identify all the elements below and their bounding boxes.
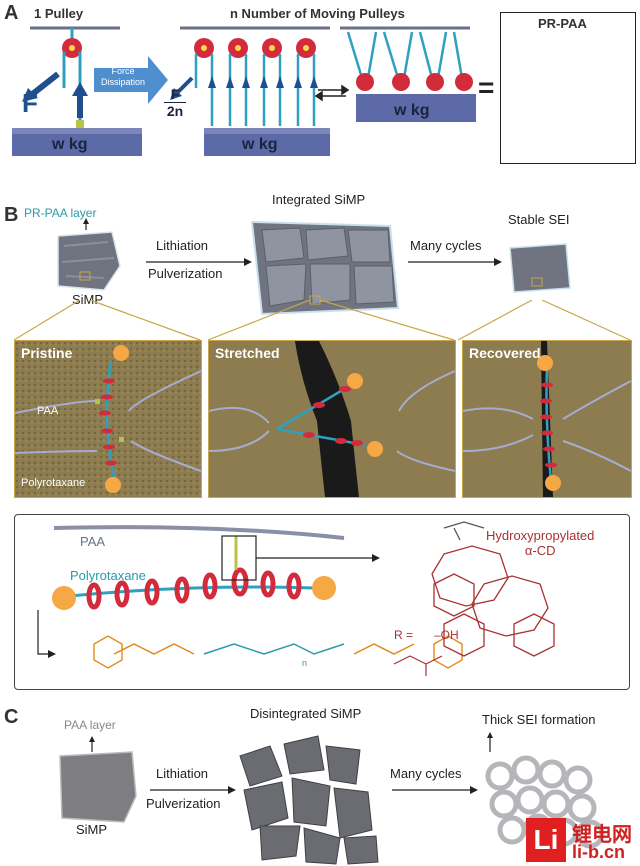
watermark-logo: Li	[526, 818, 566, 862]
hp-cd-label: Hydroxypropylated α-CD	[486, 528, 594, 558]
c-pulverization: Pulverization	[146, 796, 221, 811]
inset-connectors	[13, 300, 631, 341]
panel-c-label: C	[4, 706, 19, 728]
c-simp-label: SiMP	[76, 822, 108, 837]
hp-cd-line1: Hydroxypropylated	[486, 528, 595, 543]
c-lithiation: Lithiation	[156, 766, 209, 781]
force-fraction: F 2n	[164, 86, 186, 119]
force-dissipation-line2: Dissipation	[100, 77, 146, 87]
inset-pristine: Pristine PAA Polyrotaxane	[14, 340, 202, 498]
disintegrated-fragments	[239, 735, 379, 865]
force-dissipation-line1: Force	[111, 66, 135, 76]
pr-paa-layer-label: PR-PAA layer	[24, 206, 97, 220]
equals-sign: =	[478, 72, 495, 103]
b-many-cycles: Many cycles	[410, 238, 482, 253]
c-paa-layer-label: PAA layer	[64, 718, 116, 732]
force-label: F	[22, 88, 38, 118]
disintegrated-label: Disintegrated SiMP	[250, 706, 362, 721]
weight-label-3: w kg	[394, 102, 430, 119]
n-pulleys-title: n Number of Moving Pulleys	[230, 6, 405, 21]
force-fraction-denominator: 2n	[164, 102, 186, 119]
inset-recovered-title: Recovered	[469, 345, 541, 361]
chem-polyrotaxane-label: Polyrotaxane	[70, 568, 146, 583]
multi-pulley-system	[170, 26, 330, 156]
watermark-url: li-b.cn	[572, 842, 625, 862]
inset-recovered: Recovered	[462, 340, 632, 498]
equilibrium-arrows	[314, 84, 350, 102]
force-fraction-numerator: F	[170, 86, 180, 102]
inset-polyrotaxane-label: Polyrotaxane	[21, 477, 86, 489]
inset-paa-label: PAA	[37, 405, 59, 417]
single-pulley-system	[12, 26, 142, 156]
force-dissipation-arrow	[94, 56, 168, 104]
b-lithiation: Lithiation	[156, 238, 209, 253]
chem-paa-label: PAA	[80, 534, 106, 549]
panel-b-label: B	[4, 204, 19, 226]
oh-label: –OH	[434, 628, 459, 642]
watermark-cn: 锂电网	[572, 824, 632, 846]
thick-sei-label: Thick SEI formation	[482, 712, 596, 727]
chemistry-box	[14, 514, 630, 690]
c-simp-particle	[59, 751, 137, 823]
r-equals-label: R =	[394, 628, 414, 642]
chemistry-drawing	[37, 521, 555, 676]
panel-a-label: A	[4, 2, 19, 24]
panel-c-particles	[59, 732, 605, 865]
stable-sei-label: Stable SEI	[508, 212, 570, 227]
pr-paa-title: PR-PAA	[538, 16, 587, 31]
stable-sei-particle	[509, 243, 571, 293]
b-pulverization: Pulverization	[148, 266, 223, 281]
inset-stretched-title: Stretched	[215, 345, 280, 361]
weight-label-1: w kg	[52, 136, 88, 153]
one-pulley-title: 1 Pulley	[34, 6, 84, 21]
integrated-simp-label: Integrated SiMP	[272, 192, 366, 207]
c-many-cycles: Many cycles	[390, 766, 462, 781]
b-simp-label: SiMP	[72, 292, 104, 307]
alt-pulley-system	[340, 26, 476, 122]
panel-b-particles	[57, 218, 571, 316]
n-subscript: n	[302, 658, 308, 668]
inset-pristine-title: Pristine	[21, 345, 73, 361]
weight-label-2: w kg	[242, 136, 278, 153]
inset-stretched: Stretched	[208, 340, 456, 498]
hp-cd-line2: α-CD	[524, 543, 556, 558]
force-dissipation-text: Force Dissipation	[100, 66, 146, 88]
pr-paa-box	[500, 12, 636, 164]
